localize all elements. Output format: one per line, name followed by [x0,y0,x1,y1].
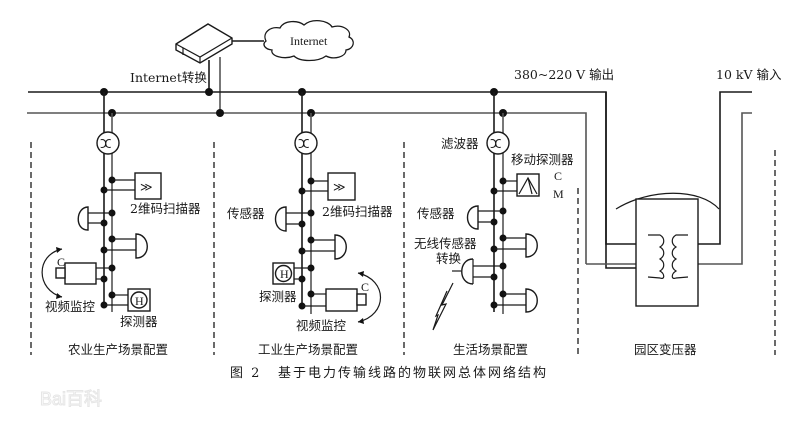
camera-letter: C [57,255,65,269]
sensor-icon [274,206,287,232]
section-title: 生活场景配置 [453,342,528,357]
transformer-coil-icon [647,234,689,279]
section-agriculture: ⵋ ≫ 2维码扫描器 C 视频监控 [41,92,201,357]
mobile-letter-c: C [554,169,562,183]
scanner-label: 2维码扫描器 [322,204,393,219]
wireless-signal-icon [432,282,454,331]
qr-scanner-icon: ≫ [327,172,356,201]
pan-arrow-icon [357,272,382,323]
mobile-detector-icon [516,173,540,197]
input-voltage-label: 10 kV 输入 [716,67,782,82]
wireless-label-line2: 转换 [436,251,462,266]
camera-letter: C [361,280,369,294]
sensor-icon [525,288,538,313]
transformer-cover [615,192,720,210]
power-bus [27,91,636,269]
camera-label: 视频监控 [296,318,347,333]
section-industry: ⵋ ≫ 2维码扫描器 传感器 H 探测器 C 视频 [227,92,393,357]
bus-junction [205,88,213,96]
filter-icon: ⵋ [96,131,120,155]
detector-label: 探测器 [259,289,297,304]
svg-text:ⵋ: ⵋ [100,137,111,151]
svg-text:≫: ≫ [140,180,153,194]
transformer-box [635,198,699,307]
hv-input-lines [698,91,752,265]
pan-arrow-icon [41,248,63,298]
svg-text:ⵋ: ⵋ [490,137,501,151]
caption-prefix: 图 2 [230,366,261,381]
gateway-device-icon [175,23,233,64]
filter-icon: ⵋ [486,131,510,155]
section-title: 园区变压器 [634,342,697,357]
svg-text:≫: ≫ [333,180,346,194]
filter-icon: ⵋ [294,131,318,155]
sensor-icon [334,234,347,260]
internet-label: Internet [290,34,328,48]
section-living: ⵋ 滤波器 移动探测器 C M 传感器 无线传感器 转换 [414,92,574,357]
svg-text:ⵋ: ⵋ [298,137,309,151]
baidu-watermark: Bai百科 [40,389,102,409]
video-camera-icon [55,262,97,285]
section-title: 农业生产场景配置 [68,342,168,357]
detector-letter: H [135,294,144,308]
video-camera-icon [325,288,367,312]
mobile-letter-m: M [553,187,564,201]
detector-letter: H [280,267,289,281]
sensor-label: 传感器 [227,206,265,221]
sensor-icon [135,233,148,259]
wireless-converter-icon [452,258,474,285]
detector-icon [272,262,295,285]
scanner-label: 2维码扫描器 [130,201,201,216]
output-voltage-label: 380~220 V 输出 [514,67,614,82]
sensor-icon [466,205,479,230]
figure-caption: 图 2 基于电力传输线路的物联网总体网络结构 [230,365,548,381]
sensor-icon [77,206,89,231]
sensor-icon [525,233,538,258]
camera-label: 视频监控 [45,299,96,314]
internet-cloud-icon: Internet [263,20,354,62]
bus-junction [216,109,224,117]
mobile-detector-label: 移动探测器 [511,152,574,167]
section-transformer: 园区变压器 [615,192,720,357]
wireless-label-line1: 无线传感器 [414,236,477,251]
gateway-label: Internet转换 [130,70,207,85]
filter-label: 滤波器 [441,136,479,151]
section-title: 工业生产场景配置 [258,342,358,357]
detector-icon [127,288,151,312]
qr-scanner-icon: ≫ [134,172,162,200]
caption-title: 基于电力传输线路的物联网总体网络结构 [278,365,548,381]
sensor-label: 传感器 [417,206,455,221]
detector-label: 探测器 [120,314,158,329]
